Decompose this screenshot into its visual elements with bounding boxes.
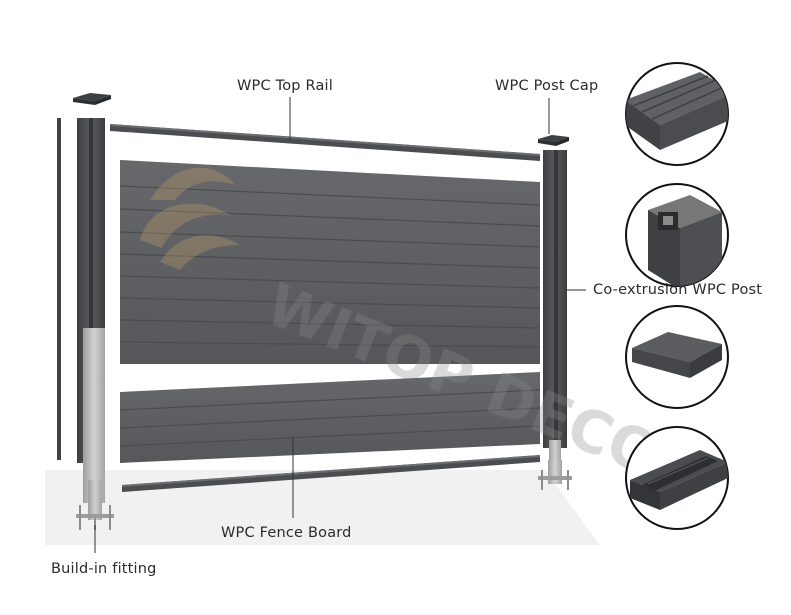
bottom-channel [122, 455, 540, 492]
leader-lines [94, 97, 586, 553]
detail-top-rail-thumbnail [625, 62, 729, 166]
detail-u-channel-thumbnail [625, 426, 729, 530]
label-fence-board: WPC Fence Board [221, 525, 352, 541]
left-post-cap [73, 93, 111, 105]
upper-fence-panel [119, 160, 541, 364]
right-post [543, 150, 567, 465]
right-fitting [538, 460, 572, 490]
right-post-cap [538, 135, 569, 146]
left-post [77, 118, 105, 503]
detail-post-thumbnail [625, 183, 729, 287]
floor-shadow [45, 470, 600, 545]
top-rail [110, 124, 540, 161]
detail-post-cap-thumbnail [625, 305, 729, 409]
left-rod [57, 118, 61, 460]
lower-fence-panel [119, 372, 541, 463]
label-post-cap: WPC Post Cap [495, 78, 599, 94]
left-steel-insert [83, 328, 105, 503]
label-top-rail: WPC Top Rail [237, 78, 333, 94]
label-fitting: Build-in fitting [51, 561, 157, 577]
label-post: Co-extrusion WPC Post [593, 282, 763, 298]
